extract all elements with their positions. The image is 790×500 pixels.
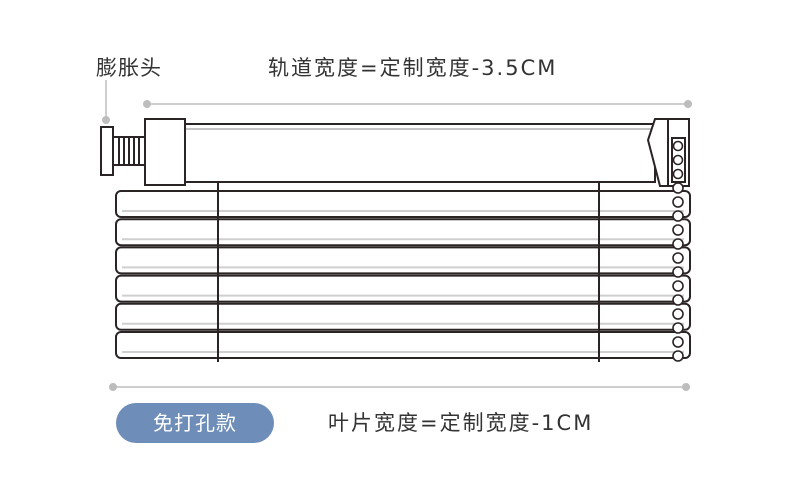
chain-bead	[672, 294, 684, 306]
expansion-head-leader	[102, 80, 110, 124]
expansion-head-label: 膨胀头	[96, 56, 162, 80]
chain-bead	[672, 238, 684, 250]
chain-bead	[672, 210, 684, 222]
chain-bead	[672, 350, 684, 362]
slat-stack	[115, 190, 691, 359]
chain-bead	[672, 196, 684, 208]
no-drill-badge: 免打孔款	[116, 403, 274, 443]
headrail	[184, 123, 656, 183]
slat	[115, 274, 691, 303]
chain-bead	[672, 280, 684, 292]
chain-bead	[672, 308, 684, 320]
slat-width-label: 叶片宽度=定制宽度-1CM	[328, 411, 594, 435]
expansion-head	[100, 126, 147, 176]
track-dimension-line	[143, 100, 692, 108]
bead-chain	[672, 182, 684, 362]
slat	[115, 302, 691, 331]
slat	[115, 190, 691, 218]
headrail-left-cap	[144, 118, 186, 186]
slat	[115, 331, 691, 359]
track-width-label: 轨道宽度=定制宽度-3.5CM	[268, 56, 558, 80]
chain-bead	[672, 336, 684, 348]
slat	[115, 218, 691, 247]
chain-bead	[672, 266, 684, 278]
chain-bead	[672, 322, 684, 334]
chain-bead	[672, 252, 684, 264]
chain-bead	[672, 224, 684, 236]
slat-dimension-line	[109, 383, 690, 391]
control-chain-top	[672, 140, 684, 180]
chain-bead	[672, 182, 684, 194]
ladder-strings	[217, 182, 600, 362]
slat	[115, 246, 691, 275]
